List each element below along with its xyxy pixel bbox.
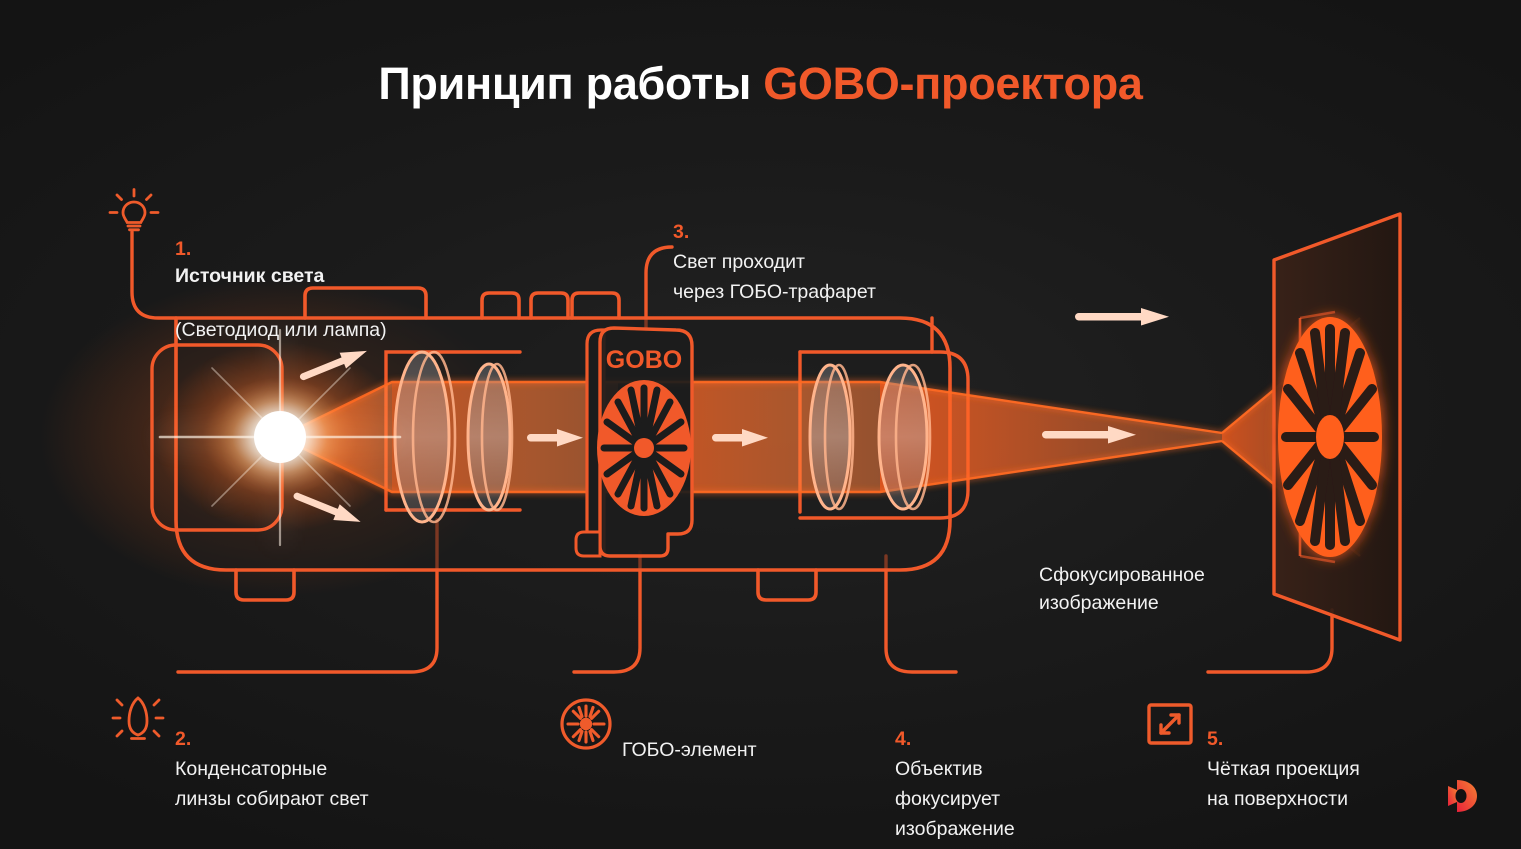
brand-logo	[1448, 780, 1477, 812]
callout-number: 4.	[895, 728, 912, 750]
projection-screen	[1272, 212, 1402, 642]
light-source-flare	[155, 328, 405, 547]
lightbulb-rays-icon	[104, 184, 164, 244]
callout-text: Конденсаторные линзы собирают свет	[175, 758, 369, 810]
projected-gobo-pattern	[1278, 317, 1382, 557]
gobo-burst-icon	[558, 696, 614, 752]
flow-arrow-6	[1042, 426, 1136, 444]
lens-rays-icon	[108, 688, 168, 748]
callout-sharp-projection: 5. Чёткая проекция на поверхности	[1207, 694, 1360, 814]
callout-light-source: 1. Источник света (Светодиод или лампа)	[175, 182, 387, 371]
label-gobo-element: ГОБО-элемент	[622, 710, 757, 764]
flow-arrows	[293, 308, 1169, 522]
callout-number: 1.	[175, 238, 192, 260]
leader-lines	[130, 230, 1334, 674]
label-focused-image: Сфокусированное изображение	[1039, 564, 1205, 614]
callout-text: Свет проходит через ГОБО-трафарет	[673, 251, 876, 303]
callout-objective-lens: 4. Объектив фокусирует изображение	[895, 694, 1015, 844]
flow-arrow-4	[712, 429, 768, 447]
page-title: Принцип работы GOBO-проектора	[0, 58, 1521, 110]
objective-lens-pair	[808, 363, 932, 511]
callout-number: 2.	[175, 728, 192, 750]
callout-condenser-lenses: 2. Конденсаторные линзы собирают свет	[175, 694, 369, 814]
callout-text: Чёткая проекция на поверхности	[1207, 758, 1360, 810]
callout-text: Объектив фокусирует изображение	[895, 758, 1015, 840]
gobo-card-label: GOBO	[606, 346, 682, 374]
flow-arrow-2	[293, 492, 361, 522]
gobo-card: GOBO	[574, 326, 694, 558]
flow-arrow-3	[527, 429, 583, 447]
title-white-part: Принцип работы	[378, 58, 764, 109]
callout-number: 5.	[1207, 728, 1224, 750]
gobo-element-text: ГОБО-элемент	[622, 739, 757, 761]
expand-frame-icon	[1142, 696, 1198, 752]
gobo-burst-pattern	[597, 380, 691, 516]
callout-line-1: Источник света	[175, 265, 325, 287]
flow-arrow-5	[1075, 308, 1169, 326]
callout-line-2: (Светодиод или лампа)	[175, 319, 387, 341]
callout-number: 3.	[673, 221, 690, 243]
flow-arrow-1	[299, 350, 367, 381]
callout-gobo-stencil: 3. Свет проходит через ГОБО-трафарет	[673, 187, 876, 307]
title-accent-part: GOBO-проектора	[763, 58, 1143, 109]
